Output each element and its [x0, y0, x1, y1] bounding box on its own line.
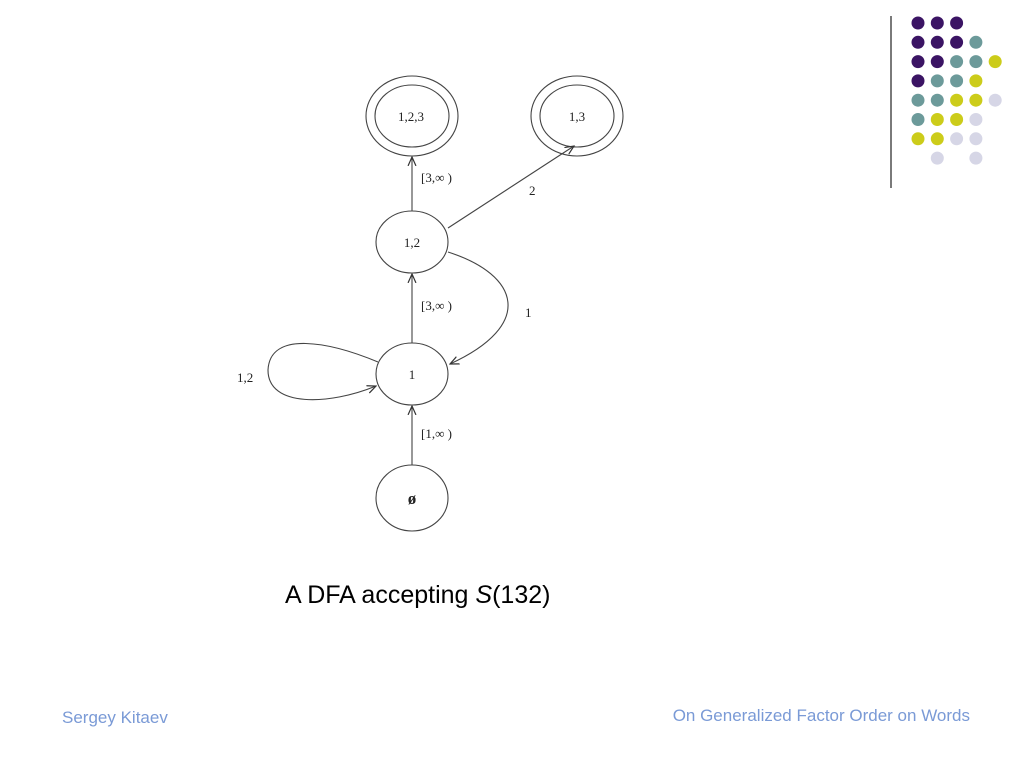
decorative-dot — [950, 113, 964, 126]
decorative-dot — [930, 151, 944, 165]
edge-self-loop-1 — [267, 342, 379, 401]
edge-12-to-1-curve — [447, 251, 509, 364]
decorative-dot — [950, 55, 964, 69]
state-1-label: 1 — [409, 367, 416, 382]
decorative-dot — [911, 74, 925, 88]
state-123-label: 1,2,3 — [398, 109, 424, 124]
edge-label-self-loop-1: 1,2 — [237, 370, 253, 385]
decorative-dot — [911, 55, 925, 69]
decorative-dot — [950, 93, 964, 107]
decorative-dot — [911, 132, 925, 146]
caption-prefix: A DFA accepting — [285, 581, 476, 609]
decorative-dot — [930, 55, 944, 69]
decorative-dot — [988, 55, 1002, 69]
decorative-dot — [911, 93, 925, 107]
state-123-node — [374, 84, 450, 148]
decorative-dot-grid — [890, 16, 1002, 188]
decorative-dot — [930, 132, 944, 146]
decorative-dot — [911, 113, 925, 126]
decorative-dot — [930, 93, 944, 107]
decorative-dot — [969, 55, 983, 69]
decorative-dot — [969, 132, 983, 146]
dfa-diagram: ø 1 1,2 1,2,3 1,3 [1,∞ ) 1,2 [3,∞ ) 1 [3… — [237, 75, 624, 532]
decorative-dot — [930, 74, 944, 88]
decorative-dot — [911, 35, 925, 49]
decorative-dot — [969, 74, 983, 88]
decorative-dot — [950, 16, 964, 30]
edge-12-to-13 — [447, 146, 574, 229]
caption-suffix: (132) — [492, 581, 551, 609]
decorative-dot — [969, 35, 983, 49]
edge-label-empty-to-1: [1,∞ ) — [421, 426, 452, 441]
decorative-dot — [969, 93, 983, 107]
caption-italic: S — [475, 581, 493, 609]
state-13-label: 1,3 — [569, 109, 585, 124]
decorative-dot — [988, 93, 1002, 107]
decorative-dot — [969, 151, 983, 165]
decorative-dot — [930, 16, 944, 30]
edge-label-12-to-1: 1 — [525, 305, 532, 320]
decorative-dot — [969, 113, 983, 126]
state-13-outer-ring — [530, 75, 624, 157]
decorative-dot — [950, 132, 964, 146]
state-empty-label: ø — [408, 489, 417, 508]
decorative-dot — [950, 35, 964, 49]
decorative-dot — [911, 16, 925, 30]
edge-label-12-to-123: [3,∞ ) — [421, 170, 452, 185]
edge-label-1-to-12: [3,∞ ) — [421, 298, 452, 313]
state-13-node — [539, 84, 615, 148]
footer-author: Sergey Kitaev — [62, 708, 168, 727]
footer-title: On Generalized Factor Order on Words — [672, 706, 970, 725]
state-123-outer-ring — [365, 75, 459, 157]
decorative-dot — [930, 113, 944, 126]
decorative-dot — [950, 74, 964, 88]
state-12-label: 1,2 — [404, 235, 420, 250]
decorative-dot — [930, 35, 944, 49]
edge-label-12-to-13: 2 — [529, 183, 536, 198]
